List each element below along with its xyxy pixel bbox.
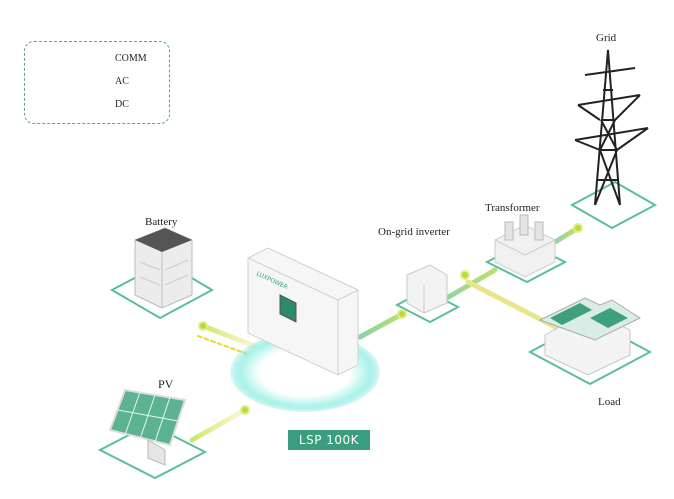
load-label: Load (598, 396, 621, 408)
load-house-icon (538, 297, 642, 376)
lsp-100k-device: LUXPOWER (230, 247, 380, 412)
pv-label: PV (158, 377, 174, 391)
ac-line-ongrid-transformer (437, 267, 498, 305)
ongrid-inverter-icon (406, 264, 448, 314)
battery-label: Battery (145, 216, 178, 228)
grid-tower-icon (574, 49, 649, 206)
legend: COMM AC DC (24, 41, 170, 124)
grid-label: Grid (596, 32, 617, 44)
pv-panel-icon (108, 388, 187, 466)
legend-swatches (36, 59, 114, 109)
transformer-label: Transformer (485, 202, 540, 214)
transformer-icon (494, 214, 556, 278)
dc-line-pv (189, 407, 248, 443)
ac-line-transformer-load (465, 279, 568, 335)
dc-line-battery (200, 323, 258, 349)
ongrid-inverter-label: On-grid inverter (378, 226, 450, 238)
battery-icon (134, 227, 193, 309)
legend-comm-label: COMM (115, 53, 147, 64)
legend-dc-label: DC (115, 99, 129, 110)
ac-line-lsp-ongrid (357, 311, 405, 340)
lsp-model-badge: LSP 100K (288, 430, 370, 450)
legend-ac-label: AC (115, 76, 129, 87)
